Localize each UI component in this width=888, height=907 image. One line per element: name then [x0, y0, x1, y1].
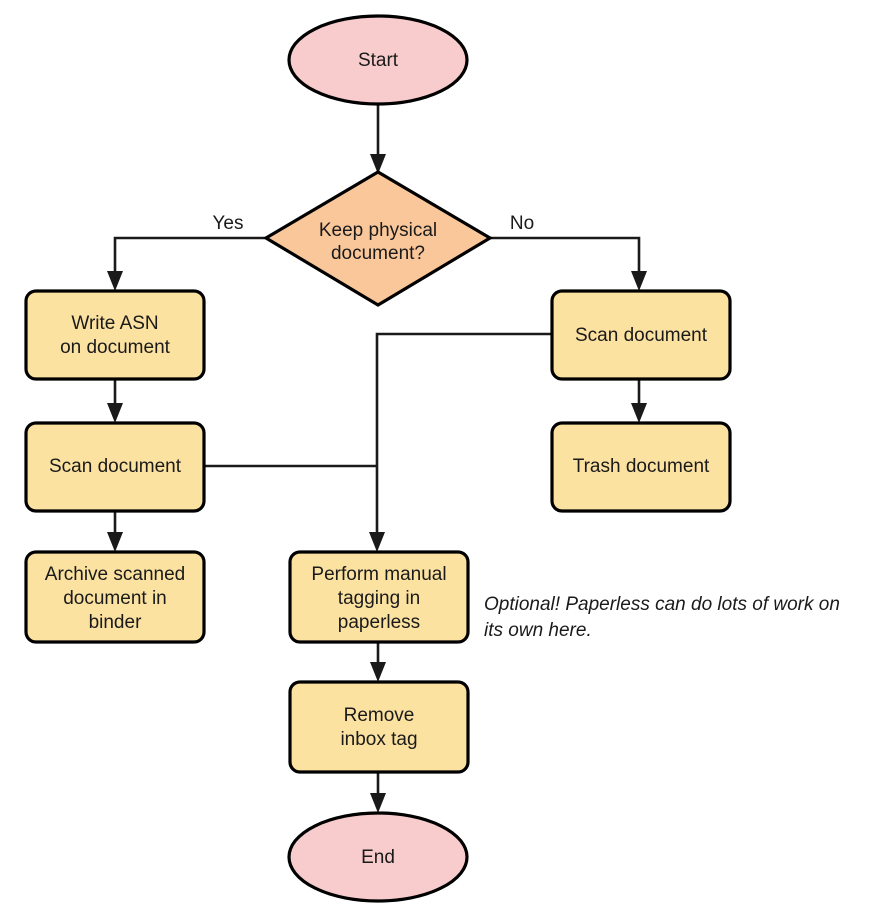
decision-diamond-shape[interactable] — [262, 170, 494, 307]
tagging-box-shape[interactable] — [288, 550, 470, 644]
trash-document-box-shape[interactable] — [550, 421, 732, 513]
edge-start-to-decision — [370, 104, 386, 174]
start-ellipse-shape[interactable] — [287, 14, 469, 106]
edge-remove-inbox-to-end — [370, 772, 386, 813]
start-label: Start — [358, 50, 399, 71]
tagging-label-line1: Perform manual — [311, 564, 446, 585]
scan-document-left-label: Scan document — [49, 456, 182, 477]
arrowhead-remove-end — [370, 793, 386, 813]
note-line2: its own here. — [484, 620, 592, 641]
node-trash-document[interactable]: Trash document — [550, 421, 732, 513]
remove-inbox-label-line2: inbox tag — [340, 729, 417, 750]
write-asn-label-line2: on document — [60, 337, 171, 358]
arrowhead-merge-tagging — [369, 532, 385, 552]
remove-inbox-box-shape[interactable] — [288, 680, 470, 774]
scan-document-left-box-shape[interactable] — [24, 421, 206, 513]
decision-label-line1: Keep physical — [319, 220, 437, 241]
arrowhead-no — [631, 271, 647, 291]
edge-line-no — [490, 236, 641, 280]
node-start[interactable]: Start — [287, 14, 469, 106]
arrowhead-writeasn-scanleft — [107, 403, 123, 423]
archive-label-line2: document in — [63, 588, 167, 609]
edge-label-yes: Yes — [213, 213, 244, 234]
edge-scan-right-to-trash — [631, 379, 647, 423]
scan-document-right-box-shape[interactable] — [550, 289, 732, 381]
edge-write-asn-to-scan-left — [107, 379, 123, 423]
arrowhead-start-decision — [370, 154, 386, 174]
arrowhead-tagging-remove — [370, 662, 386, 682]
edge-decision-no-to-scan-right — [490, 236, 647, 291]
archive-label-line3: binder — [89, 612, 142, 633]
edge-decision-yes-to-write-asn — [107, 236, 266, 291]
node-scan-document-left[interactable]: Scan document — [24, 421, 206, 513]
write-asn-label-line1: Write ASN — [71, 313, 158, 334]
archive-box-shape[interactable] — [24, 550, 206, 644]
node-end[interactable]: End — [287, 811, 469, 903]
trash-document-label: Trash document — [573, 456, 710, 477]
edge-tagging-to-remove-inbox — [370, 642, 386, 682]
arrowhead-yes — [107, 271, 123, 291]
edge-scan-left-to-archive — [107, 511, 123, 552]
tagging-label-line3: paperless — [338, 612, 420, 633]
edge-line-scanright-tagging — [375, 332, 552, 541]
edge-line-yes — [113, 236, 266, 280]
scan-document-right-label: Scan document — [575, 325, 708, 346]
node-archive-scanned-document[interactable]: Archive scanned document in binder — [24, 550, 206, 644]
arrowhead-scanright-trash — [631, 403, 647, 423]
end-label: End — [361, 847, 395, 868]
end-ellipse-shape[interactable] — [287, 811, 469, 903]
node-decision-keep-physical-document[interactable]: Keep physical document? — [262, 170, 494, 307]
archive-label-line1: Archive scanned — [45, 564, 185, 585]
remove-inbox-label-line1: Remove — [344, 705, 415, 726]
write-asn-box-shape[interactable] — [24, 289, 206, 381]
edge-scan-right-to-tagging — [369, 332, 552, 552]
annotation-note-optional: Optional! Paperless can do lots of work … — [484, 594, 840, 641]
tagging-label-line2: tagging in — [338, 588, 420, 609]
note-line1: Optional! Paperless can do lots of work … — [484, 594, 840, 615]
decision-label-line2: document? — [331, 243, 425, 264]
edge-label-no: No — [510, 213, 534, 234]
node-write-asn-on-document[interactable]: Write ASN on document — [24, 289, 206, 381]
node-scan-document-right[interactable]: Scan document — [550, 289, 732, 381]
node-perform-manual-tagging[interactable]: Perform manual tagging in paperless — [288, 550, 470, 644]
arrowhead-scanleft-archive — [107, 532, 123, 552]
node-remove-inbox-tag[interactable]: Remove inbox tag — [288, 680, 470, 774]
